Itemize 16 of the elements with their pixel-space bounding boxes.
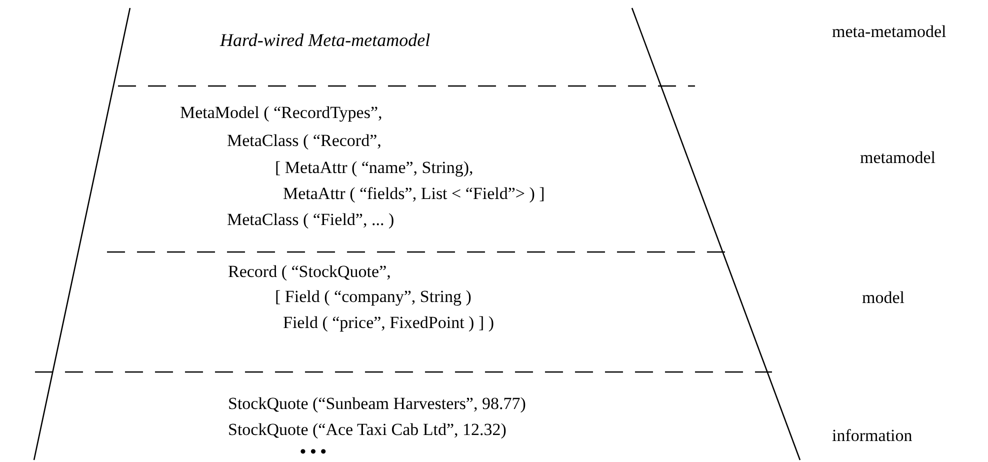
level-label: meta-metamodel [832, 22, 946, 42]
code-line: [ MetaAttr ( “name”, String), [275, 158, 474, 178]
level-label: model [862, 288, 904, 308]
code-line: Field ( “price”, FixedPoint ) ] ) [283, 313, 494, 333]
code-line: MetaClass ( “Field”, ... ) [227, 210, 394, 230]
code-line: StockQuote (“Sunbeam Harvesters”, 98.77) [228, 394, 526, 414]
code-line: MetaClass ( “Record”, [227, 131, 382, 151]
code-line: [ Field ( “company”, String ) [275, 287, 472, 307]
level-label: metamodel [860, 148, 936, 168]
code-line: MetaAttr ( “fields”, List < “Field”> ) ] [283, 184, 545, 204]
ellipsis-dots: • • • [300, 442, 326, 462]
level-label: information [832, 426, 912, 446]
code-line: Record ( “StockQuote”, [228, 262, 391, 282]
code-line: Hard-wired Meta-metamodel [220, 30, 430, 50]
code-line: StockQuote (“Ace Taxi Cab Ltd”, 12.32) [228, 420, 506, 440]
code-line: MetaModel ( “RecordTypes”, [180, 103, 382, 123]
